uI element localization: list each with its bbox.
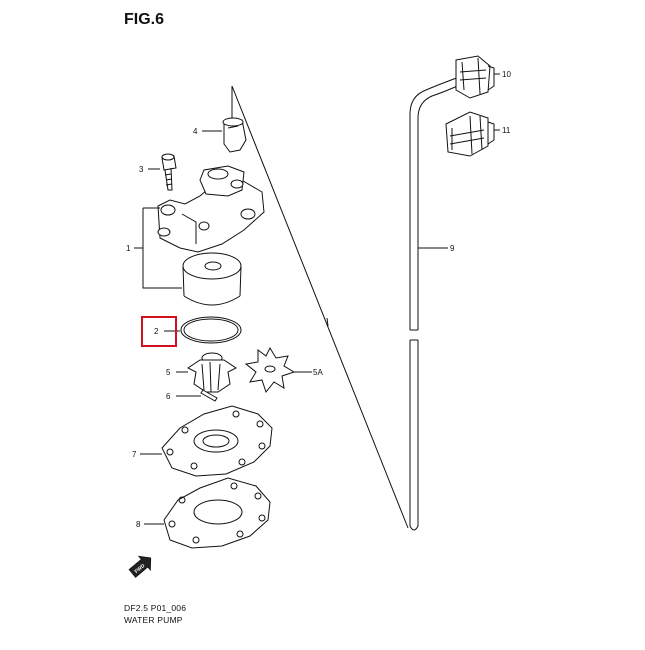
sheet-divider-line — [231, 85, 409, 529]
callout-2-highlight-box — [141, 316, 177, 347]
part-9-tube — [409, 75, 463, 531]
part-3-bolt — [161, 153, 177, 191]
part-10-grommet — [455, 55, 495, 99]
fwd-arrow-icon: FWD — [128, 555, 152, 578]
callout-5: 5 — [166, 368, 171, 377]
callout-8: 8 — [136, 520, 141, 529]
part-4-fitting — [222, 117, 247, 153]
figure-title: FIG.6 — [124, 11, 165, 28]
divider-tick — [326, 317, 329, 327]
part-7-plate — [161, 405, 273, 477]
part-8-gasket — [163, 477, 271, 549]
part-1-housing — [157, 165, 265, 253]
bracket-1 — [142, 208, 182, 289]
callout-4: 4 — [193, 127, 198, 136]
part-1-liner — [182, 252, 242, 306]
part-5a-impeller — [244, 346, 296, 394]
callout-5a: 5A — [313, 368, 323, 377]
figure-name: WATER PUMP — [124, 615, 183, 625]
callout-6: 6 — [166, 392, 171, 401]
callout-9: 9 — [450, 244, 455, 253]
figure-code: DF2.5 P01_006 — [124, 603, 187, 613]
part-11-grommet — [445, 111, 495, 157]
callout-2: 2 — [154, 327, 159, 336]
part-6-pin — [200, 389, 218, 402]
part-5-impeller — [187, 352, 237, 393]
callout-3: 3 — [139, 165, 144, 174]
callout-10: 10 — [502, 70, 511, 79]
callout-7: 7 — [132, 450, 137, 459]
callout-1: 1 — [126, 244, 131, 253]
part-2-o-ring — [180, 316, 242, 344]
callout-11: 11 — [502, 126, 511, 135]
